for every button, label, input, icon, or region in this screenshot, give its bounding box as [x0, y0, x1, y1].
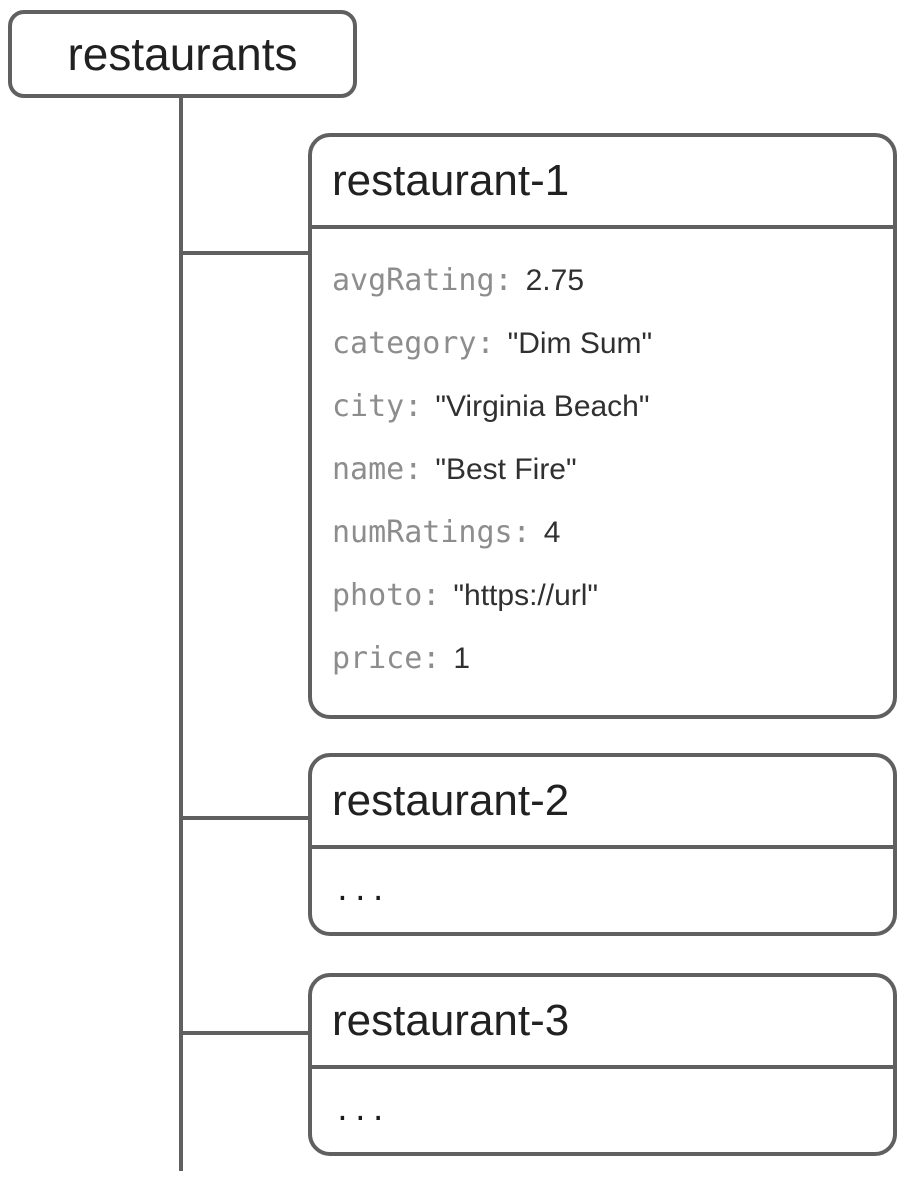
field-row-category: category: "Dim Sum": [332, 312, 893, 375]
collection-node-restaurants: restaurants: [8, 10, 357, 98]
tree-trunk-line: [179, 94, 183, 1171]
document-node-restaurant-2: restaurant-2 ...: [308, 753, 897, 936]
field-value: "https://url": [453, 579, 599, 612]
field-value: "Dim Sum": [507, 327, 653, 360]
field-key: photo:: [332, 578, 441, 613]
field-value: "Virginia Beach": [435, 390, 650, 423]
field-key: category:: [332, 326, 495, 361]
document-title-restaurant-2: restaurant-2: [312, 757, 893, 849]
collapsed-fields-ellipsis: ...: [334, 1094, 388, 1127]
field-value: 1: [453, 642, 471, 675]
document-title-restaurant-1: restaurant-1: [312, 137, 893, 229]
branch-line-restaurant-2: [179, 816, 310, 820]
field-key: city:: [332, 389, 423, 424]
field-row-city: city: "Virginia Beach": [332, 375, 893, 438]
field-row-price: price: 1: [332, 627, 893, 690]
branch-line-restaurant-3: [179, 1031, 310, 1035]
document-title-restaurant-3: restaurant-3: [312, 977, 893, 1069]
field-row-numRatings: numRatings: 4: [332, 501, 893, 564]
branch-line-restaurant-1: [179, 251, 310, 255]
field-key: avgRating:: [332, 263, 513, 298]
collection-label: restaurants: [67, 28, 298, 80]
field-key: numRatings:: [332, 515, 531, 550]
field-row-photo: photo: "https://url": [332, 564, 893, 627]
field-value: 4: [543, 516, 561, 549]
field-key: name:: [332, 452, 423, 487]
field-key: price:: [332, 641, 441, 676]
field-value: "Best Fire": [435, 453, 577, 486]
field-row-avgRating: avgRating: 2.75: [332, 249, 893, 312]
collapsed-fields-ellipsis: ...: [334, 874, 388, 907]
document-node-restaurant-1: restaurant-1 avgRating: 2.75 category: "…: [308, 133, 897, 719]
document-node-restaurant-3: restaurant-3 ...: [308, 973, 897, 1156]
field-value: 2.75: [525, 264, 585, 297]
field-row-name: name: "Best Fire": [332, 438, 893, 501]
document-fields: avgRating: 2.75 category: "Dim Sum" city…: [312, 229, 893, 690]
